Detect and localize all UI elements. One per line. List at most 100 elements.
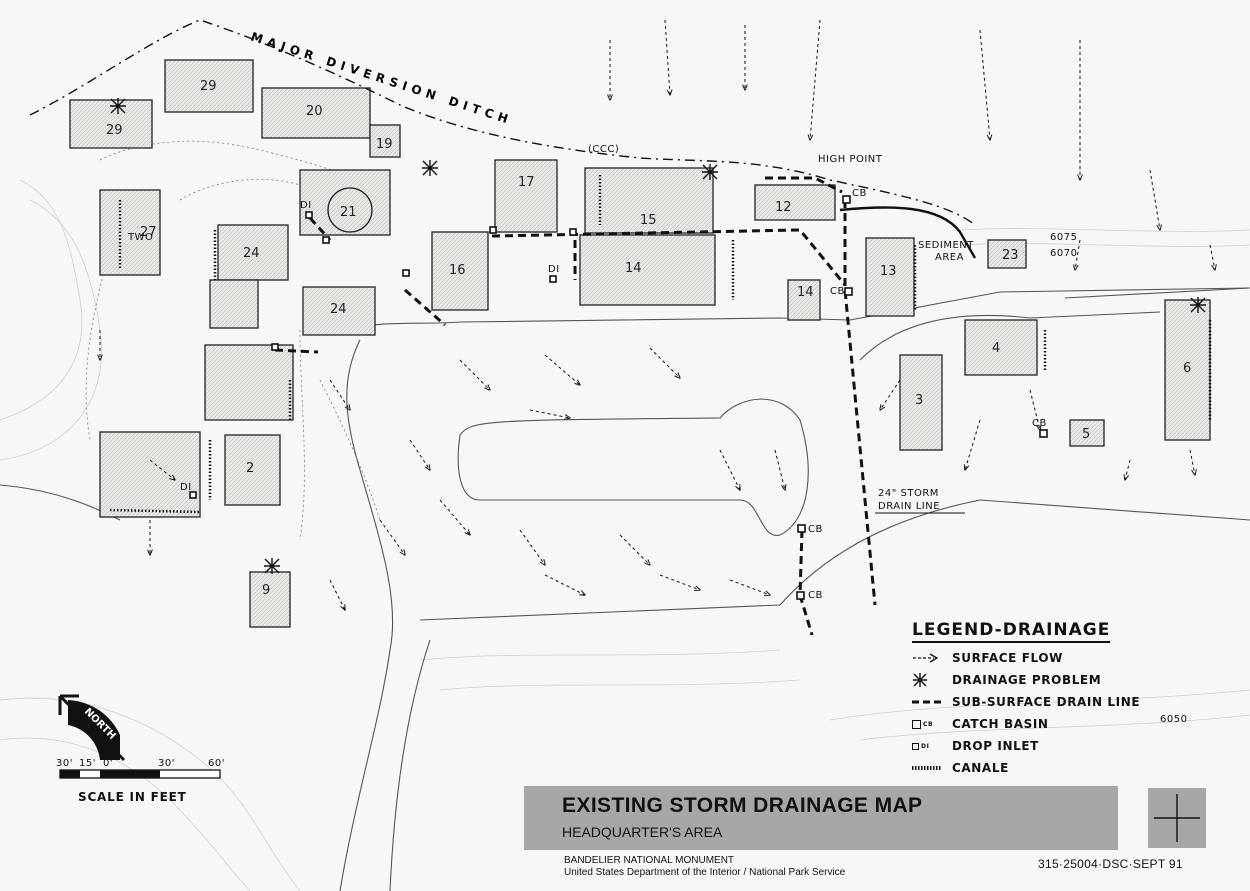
label-4: 4 xyxy=(992,341,1000,356)
buildings xyxy=(69,59,1211,628)
building-27 xyxy=(99,189,161,276)
cb-tag-2: CB xyxy=(830,286,845,297)
label-3: 3 xyxy=(915,393,923,408)
scale-bar: 30' 15' 0' 30' 60' xyxy=(56,758,225,779)
building-6 xyxy=(1164,299,1211,441)
drop-inlet-6 xyxy=(402,269,410,277)
building-29 xyxy=(164,59,254,113)
legend: LEGEND-DRAINAGE SURFACE FLOW DRAINAGE PR… xyxy=(912,620,1212,780)
drop-inlet-5 xyxy=(549,275,557,283)
building-9 xyxy=(249,571,291,628)
label-16: 15 xyxy=(640,213,657,228)
drop-inlets xyxy=(189,211,577,499)
building-12 xyxy=(754,184,836,221)
label-12: 12 xyxy=(775,200,792,215)
high-point-label: HIGH POINT xyxy=(818,154,883,165)
building-28 xyxy=(69,99,153,149)
legend-label: CATCH BASIN xyxy=(952,717,1049,731)
surface-flow-arrows xyxy=(100,19,1215,610)
major-diversion-ditch xyxy=(29,19,976,226)
building-2 xyxy=(224,434,281,506)
legend-item-surface-flow: SURFACE FLOW xyxy=(912,647,1212,669)
label-21: 21 xyxy=(340,205,357,220)
org-line-2: United States Department of the Interior… xyxy=(564,867,846,878)
building-23 xyxy=(302,286,376,336)
catch-basin-5 xyxy=(1039,429,1048,438)
label-23: 24 xyxy=(330,302,347,317)
legend-item-catch-basin: CB CATCH BASIN xyxy=(912,713,1212,735)
org-line-1: BANDELIER NATIONAL MONUMENT xyxy=(564,855,735,866)
drop-inlet-3 xyxy=(489,226,497,234)
scale-label: SCALE IN FEET xyxy=(78,790,187,804)
legend-title: LEGEND-DRAINAGE xyxy=(912,620,1111,643)
sub-surface-drain-lines xyxy=(274,176,877,636)
building-labels: 29 29 20 19 27 24 21 16 17 15 14 12 14 1… xyxy=(106,79,1191,598)
catch-basin-icon: CB xyxy=(912,719,952,729)
building-1 xyxy=(204,344,294,421)
drainage-problem-icon xyxy=(264,558,280,574)
drop-inlet-2 xyxy=(322,236,330,244)
label-22: 23 xyxy=(1002,248,1019,263)
scale-tick-1: 15' xyxy=(79,758,96,769)
ccc-label: (CCC) xyxy=(588,144,619,155)
building-17 xyxy=(431,231,489,311)
crosshair-icon xyxy=(1154,794,1200,842)
drop-inlet-7 xyxy=(189,491,197,499)
scale-tick-3: 30' xyxy=(158,758,175,769)
catch-basin-tag: CB xyxy=(923,720,934,728)
label-27: 27 xyxy=(140,225,157,240)
label-13: 13 xyxy=(880,264,897,279)
catch-basins xyxy=(796,195,1048,600)
building-4 xyxy=(964,319,1038,376)
cb-tag-1: CB xyxy=(852,188,867,199)
scale-tick-4: 60' xyxy=(208,758,225,769)
scale-tick-2: 0' xyxy=(103,758,113,769)
di-tag-2: DI xyxy=(548,264,560,275)
di-tag-3: DI xyxy=(180,482,192,493)
catch-basin-4 xyxy=(796,591,805,600)
drawing-number: 315·25004·DSC·SEPT 91 xyxy=(1038,857,1183,871)
surface-flow-arrow-icon xyxy=(912,653,952,663)
label-28: 29 xyxy=(106,123,123,138)
building-15 xyxy=(579,234,716,306)
drainage-problem-icon xyxy=(422,160,438,176)
canales xyxy=(109,175,1212,514)
drainage-problems xyxy=(110,98,1206,574)
building-22 xyxy=(987,239,1027,269)
label-20: 20 xyxy=(306,104,323,119)
legend-label: DROP INLET xyxy=(952,739,1039,753)
drop-inlet-tags: DI DI DI xyxy=(180,200,560,493)
sediment-area-outline xyxy=(839,206,977,259)
map-subtitle: HEADQUARTER'S AREA xyxy=(562,824,723,840)
building-5 xyxy=(1069,419,1105,447)
map-title: EXISTING STORM DRAINAGE MAP xyxy=(562,794,923,817)
legend-item-sub-surface-drain-line: SUB-SURFACE DRAIN LINE xyxy=(912,691,1212,713)
cb-tag-3: CB xyxy=(808,524,823,535)
legend-label: SUB-SURFACE DRAIN LINE xyxy=(952,695,1141,709)
label-9: 9 xyxy=(262,583,270,598)
legend-label: SURFACE FLOW xyxy=(952,651,1063,665)
legend-item-drop-inlet: DI DROP INLET xyxy=(912,735,1212,757)
catch-basin-3 xyxy=(797,524,806,533)
drainage-problem-icon xyxy=(1190,297,1206,313)
contour-6050: 6050 xyxy=(1160,714,1187,725)
drop-inlet-1 xyxy=(305,211,313,219)
storm-drain-label-2: DRAIN LINE xyxy=(878,501,940,512)
label-17: 16 xyxy=(449,263,466,278)
catch-basin-1 xyxy=(842,195,851,204)
canale-icon xyxy=(912,765,952,771)
label-19: 19 xyxy=(376,137,393,152)
label-5: 5 xyxy=(1082,427,1090,442)
drop-inlet-icon: DI xyxy=(912,742,952,750)
building-3 xyxy=(899,354,943,451)
legend-item-canale: CANALE xyxy=(912,757,1212,779)
drainage-problem-icon xyxy=(110,98,126,114)
label-2: 2 xyxy=(246,461,254,476)
di-tag-1: DI xyxy=(300,200,312,211)
catch-basin-2 xyxy=(844,287,853,296)
tree-label: TWO xyxy=(127,232,153,243)
label-24: 24 xyxy=(243,246,260,261)
catch-basin-tags: CB CB CB CB CB xyxy=(808,188,1047,601)
cb-tag-5: CB xyxy=(1032,418,1047,429)
